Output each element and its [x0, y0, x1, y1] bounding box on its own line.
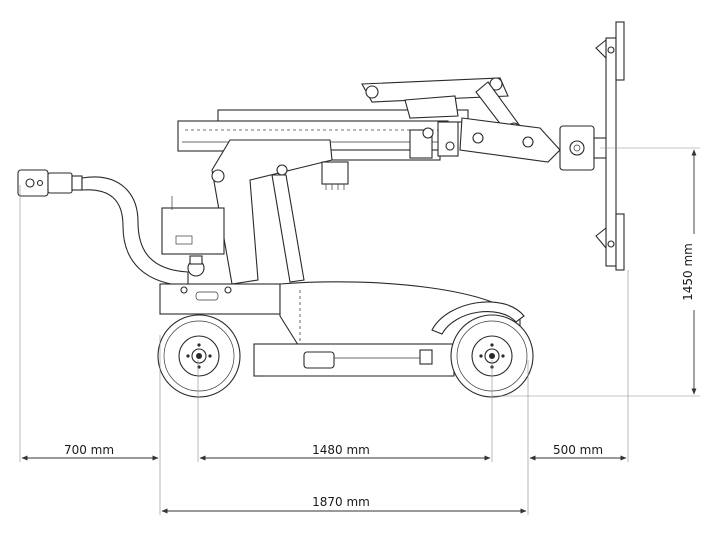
suction-head	[559, 21, 625, 271]
rear-overhang-label: 700 mm	[64, 443, 114, 457]
vacuum-lifter-machine	[17, 21, 625, 398]
front-overhang-label: 500 mm	[553, 443, 603, 457]
lifting-height-label: 1450 mm	[681, 243, 695, 301]
boom-arm	[177, 109, 469, 161]
rear-wheel	[157, 314, 241, 398]
battery-box	[161, 196, 225, 277]
total-length-label: 1870 mm	[312, 495, 370, 509]
mast-column	[211, 139, 349, 285]
control-handle	[17, 169, 189, 287]
dimension-labels: 700 mm 1480 mm 500 mm 1870 mm 1450 mm	[58, 234, 696, 509]
upper-linkage	[361, 77, 561, 163]
front-wheel	[431, 301, 534, 398]
wheelbase-label: 1480 mm	[312, 443, 370, 457]
dimension-lines	[19, 147, 700, 515]
